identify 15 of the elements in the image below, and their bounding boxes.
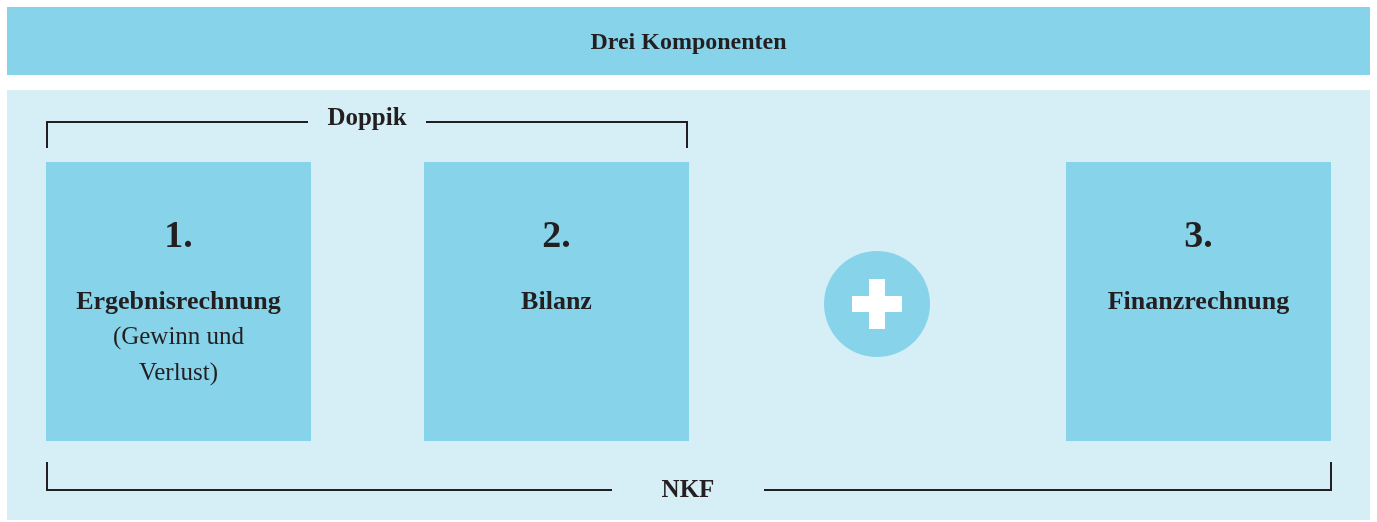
panel-background	[7, 90, 1370, 520]
bracket-label: NKF	[660, 474, 716, 504]
bracket-label: Doppik	[326, 102, 408, 132]
title: Drei Komponenten	[589, 27, 788, 56]
component-title: Bilanz	[520, 285, 593, 317]
component-title: Ergebnisrechnung	[75, 285, 282, 317]
component-box	[46, 162, 311, 441]
step-number: 2.	[541, 212, 572, 256]
component-title: Finanzrechnung	[1106, 285, 1291, 317]
step-number: 1.	[163, 212, 194, 256]
step-number: 3.	[1183, 212, 1214, 256]
component-box	[1066, 162, 1331, 441]
component-note: (Gewinn und Verlust)	[111, 321, 246, 387]
title-band	[7, 7, 1370, 75]
component-box	[424, 162, 689, 441]
